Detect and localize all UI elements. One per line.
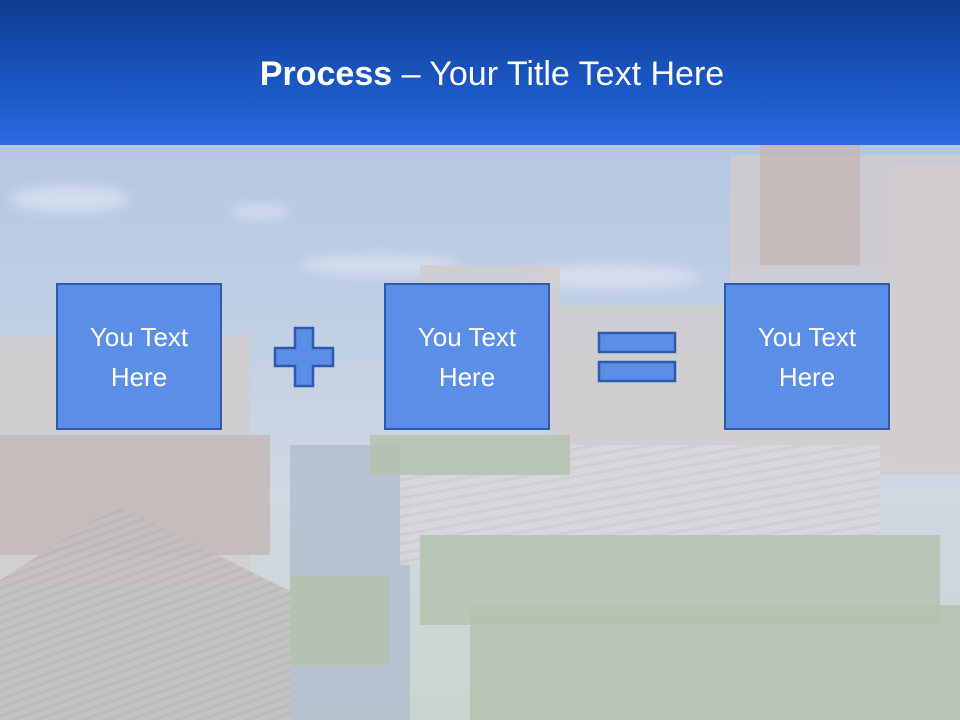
header-band: Process – Your Title Text Here: [0, 0, 960, 145]
process-box-1-text: You Text Here: [89, 321, 189, 392]
slide-title: Process – Your Title Text Here: [0, 52, 960, 96]
process-box-2-text: You Text Here: [417, 321, 517, 392]
process-box-2[interactable]: You Text Here: [384, 283, 550, 430]
process-box-3[interactable]: You Text Here: [724, 283, 890, 430]
equals-icon: [597, 331, 677, 383]
process-box-3-text: You Text Here: [757, 321, 857, 392]
plus-icon: [273, 326, 335, 388]
title-rest: – Your Title Text Here: [392, 55, 725, 93]
background-photo: [0, 145, 960, 720]
title-bold: Process: [259, 55, 393, 93]
process-box-1[interactable]: You Text Here: [56, 283, 222, 430]
